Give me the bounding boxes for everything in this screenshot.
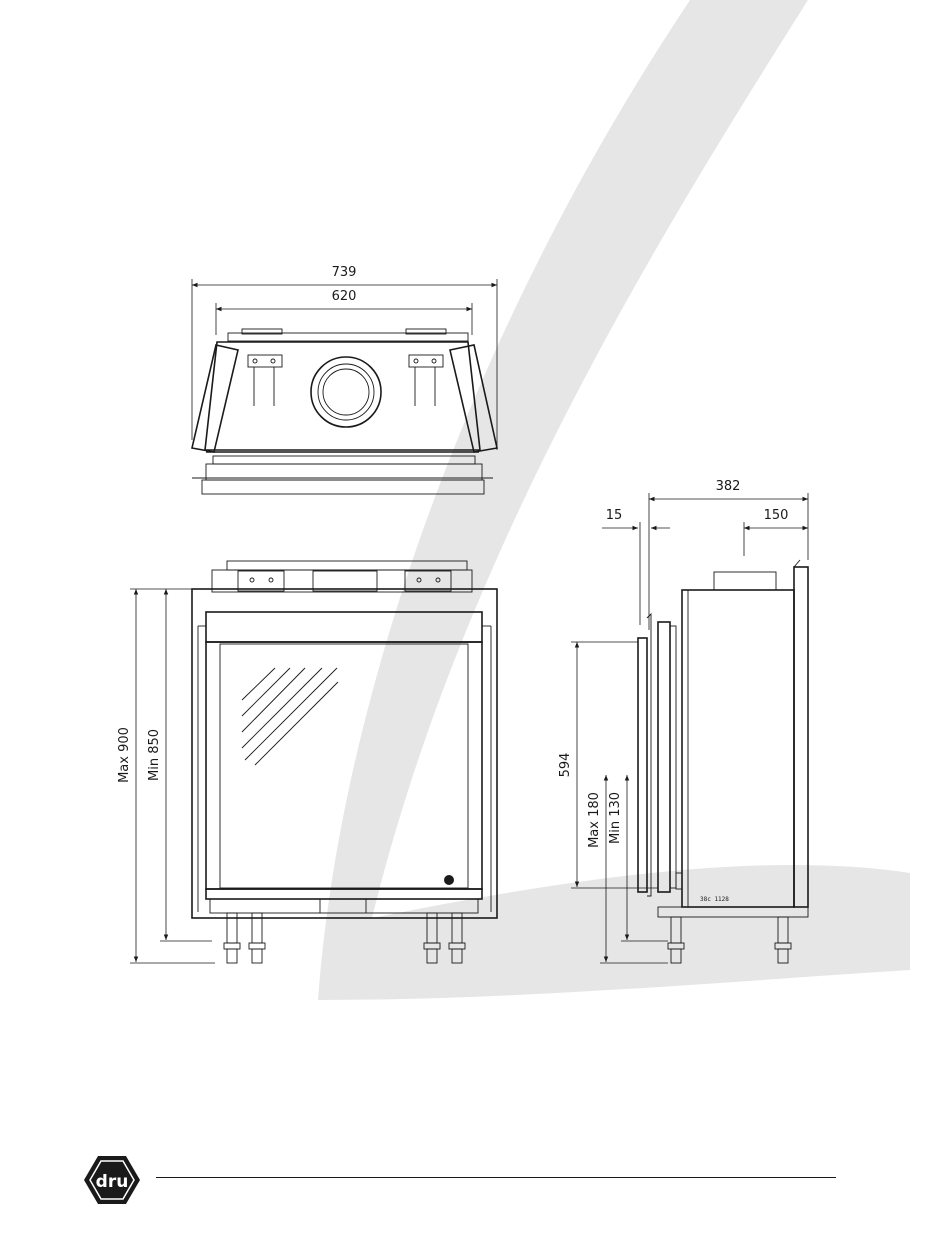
dim-max-900-label: Max 900 xyxy=(117,727,132,783)
dim-382-label: 382 xyxy=(716,479,741,494)
dru-logo: dru xyxy=(82,1154,142,1206)
dim-739-label: 739 xyxy=(332,265,357,280)
dim-min-130-label: Min 130 xyxy=(608,792,623,844)
dim-620-label: 620 xyxy=(332,289,357,304)
dim-max-180-label: Max 180 xyxy=(587,792,602,848)
glass-reflection-hatch xyxy=(242,668,338,765)
dim-min-850-label: Min 850 xyxy=(147,729,162,781)
dim-594-label: 594 xyxy=(558,753,573,778)
side-label-plate: 38c 1128 xyxy=(700,896,729,903)
dim-150-label: 150 xyxy=(764,508,789,523)
svg-text:dru: dru xyxy=(96,1172,129,1192)
dim-15-label: 15 xyxy=(606,508,623,523)
brand-badge-icon xyxy=(444,875,454,885)
background-swoosh xyxy=(318,0,910,1000)
footer-rule xyxy=(156,1177,836,1178)
